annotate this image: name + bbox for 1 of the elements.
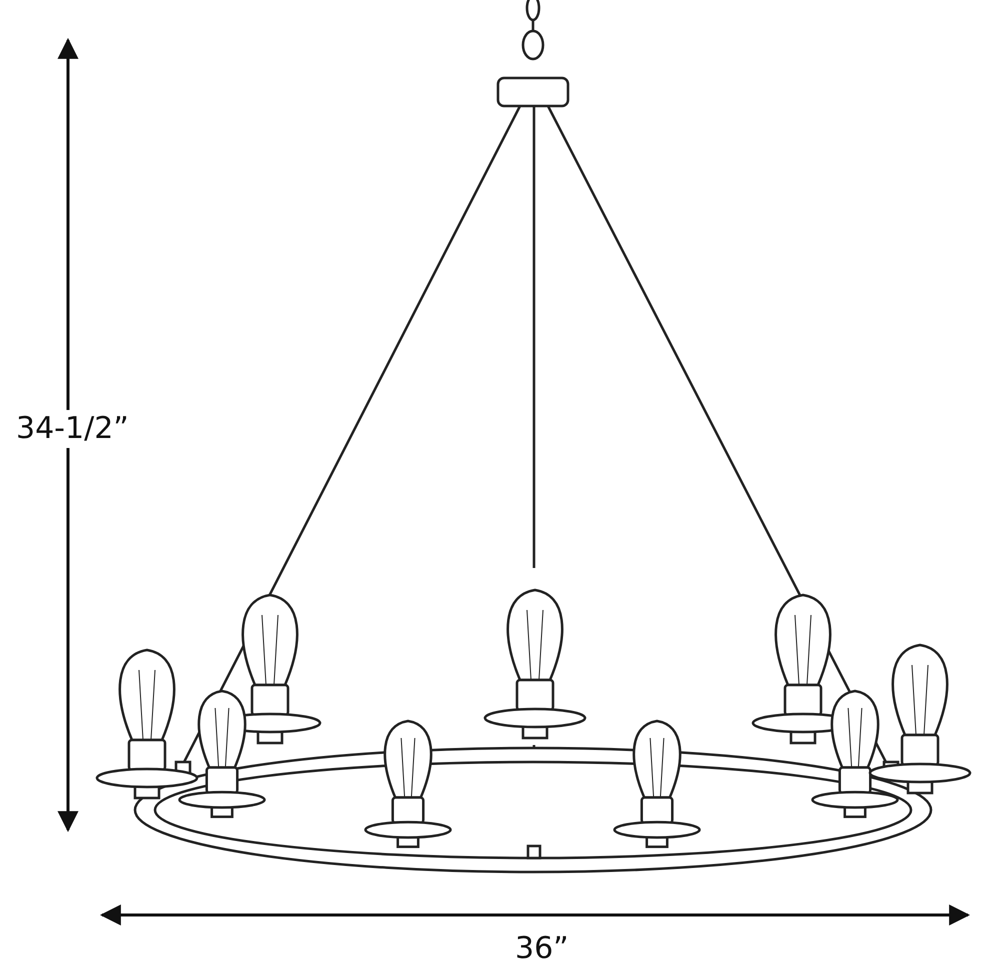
dimension-label: 34-1/2” <box>16 410 129 448</box>
